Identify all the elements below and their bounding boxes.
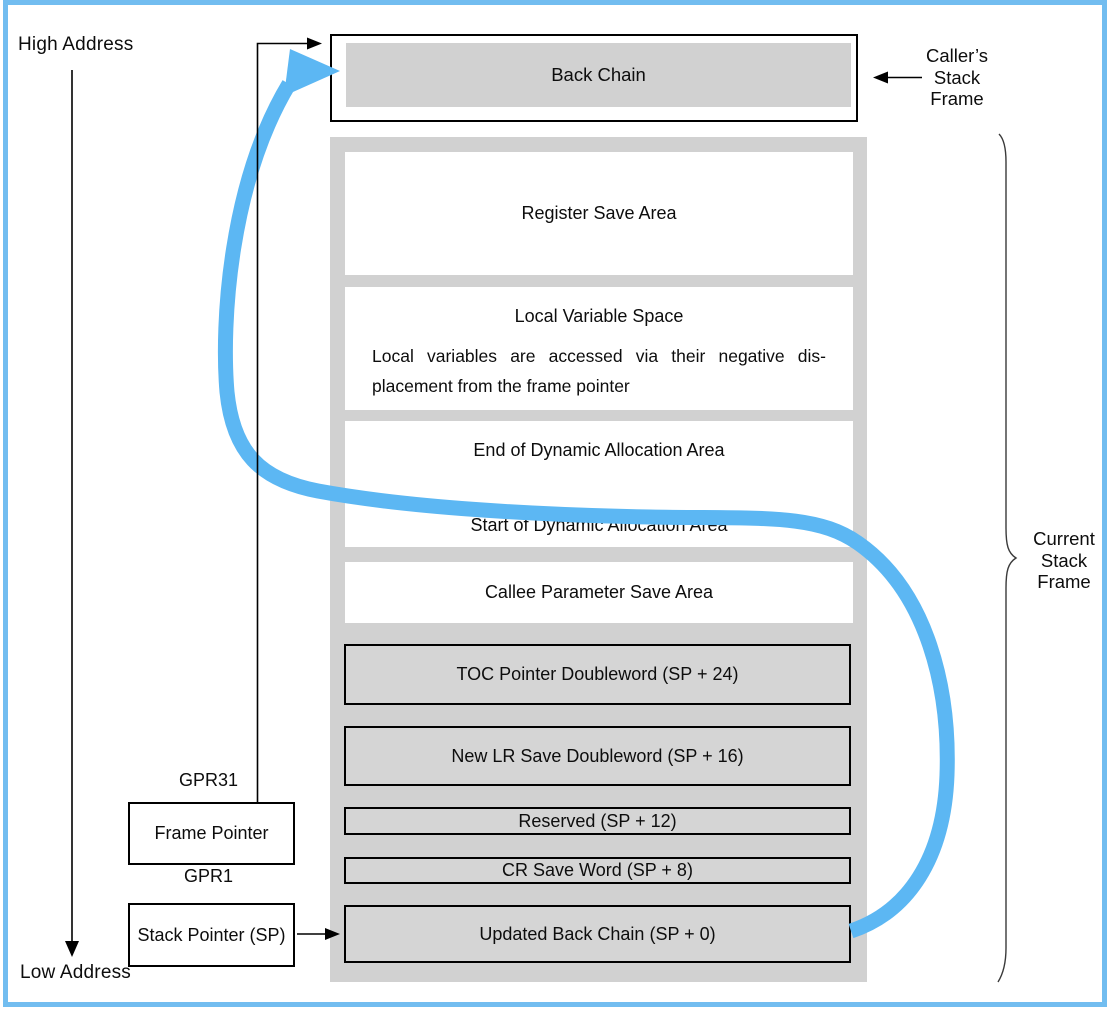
box-local-variable-space: Local Variable Space Local variables are… [345, 287, 853, 410]
dynamic-allocation-start-label: Start of Dynamic Allocation Area [470, 515, 728, 535]
current-stack-frame-container: Register Save Area Local Variable Space … [330, 137, 867, 982]
box-register-save-area: Register Save Area [345, 152, 853, 275]
box-cr-save-word: CR Save Word (SP + 8) [344, 857, 851, 884]
local-variable-desc-line2: placement from the frame pointer [372, 376, 630, 396]
box-reserved: Reserved (SP + 12) [344, 807, 851, 835]
frame-pointer-box: Frame Pointer [128, 802, 295, 865]
box-toc-pointer-doubleword: TOC Pointer Doubleword (SP + 24) [344, 644, 851, 705]
back-chain-fill: Back Chain [346, 43, 851, 107]
back-chain-box: Back Chain [330, 34, 858, 122]
box-callee-parameter-save-area: Callee Parameter Save Area [345, 562, 853, 623]
diagram-outer-border [3, 0, 1107, 1007]
high-address-label: High Address [18, 34, 134, 55]
box-new-lr-save-doubleword: New LR Save Doubleword (SP + 16) [344, 726, 851, 786]
local-variable-desc-line1: Local variables are accessed via their n… [372, 346, 826, 366]
stack-pointer-box: Stack Pointer (SP) [128, 903, 295, 967]
callers-stack-frame-label: Caller’s Stack Frame [925, 45, 989, 109]
current-stack-frame-label: Current Stack Frame [1033, 528, 1095, 592]
local-variable-space-title: Local Variable Space [514, 306, 684, 326]
gpr31-label: GPR31 [179, 770, 239, 790]
box-dynamic-allocation-area: End of Dynamic Allocation Area Start of … [345, 421, 853, 547]
back-chain-label: Back Chain [551, 64, 646, 85]
box-updated-back-chain: Updated Back Chain (SP + 0) [344, 905, 851, 963]
dynamic-allocation-end-label: End of Dynamic Allocation Area [473, 440, 725, 460]
low-address-label: Low Address [20, 962, 131, 983]
gpr1-label: GPR1 [184, 866, 234, 886]
